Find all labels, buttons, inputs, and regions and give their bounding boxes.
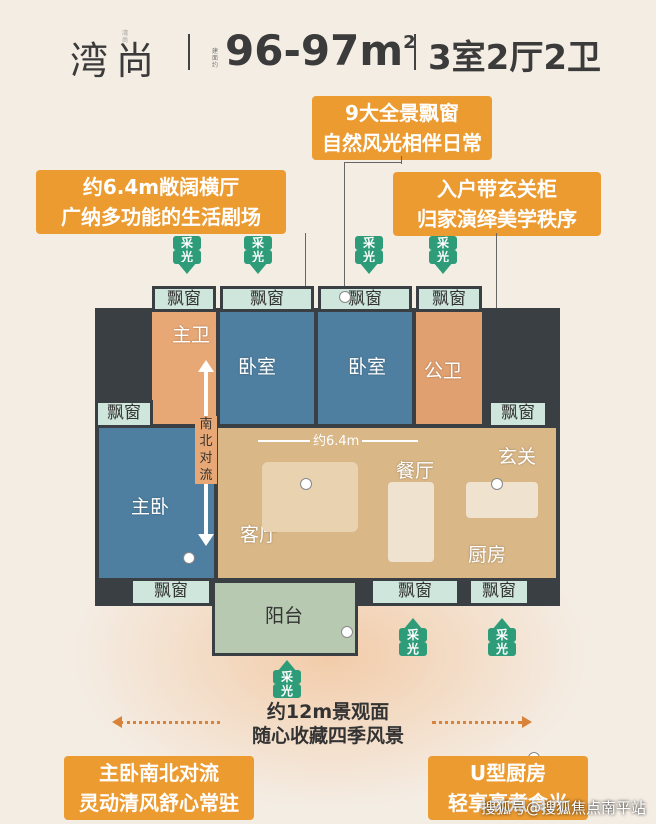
view-arrow-right [432,721,522,724]
bay-window: 飘窗 [220,286,314,312]
marker-dot [339,291,351,303]
bedroom-b-room: 卧室 [318,312,412,424]
bedroom-b-label: 卧室 [348,356,387,378]
master-bath-label: 主卫 [172,324,211,346]
bay-window: 飘窗 [130,578,212,606]
master-bed-room: 主卧 [99,428,214,578]
living-dining-room: 客厅 餐厅 玄关 厨房 约6.4m [218,428,556,578]
bay-window: 飘窗 [318,286,412,312]
marker-dot [491,478,503,490]
bay-window: 飘窗 [488,400,548,428]
dining-table [388,482,434,562]
light-badge: 采光 [354,236,384,274]
view-arrow-left [120,721,220,724]
light-badge: 采光 [487,618,517,656]
watermark: 搜狐号@搜狐焦点南平站 [480,799,646,817]
bay-window: 飘窗 [370,578,460,606]
marker-dot [183,552,195,564]
dining-label: 餐厅 [396,460,435,482]
sofa-set [262,462,358,532]
light-badge: 采光 [172,236,202,274]
light-badge: 采光 [398,618,428,656]
public-bath-room: 公卫 [416,312,482,424]
light-badge: 采光 [272,660,302,698]
leader-line [344,162,345,296]
master-bed-label: 主卧 [131,496,170,518]
balcony-room: 阳台 [212,580,358,656]
entry-cabinet [466,482,538,518]
light-badge: 采光 [243,236,273,274]
ns-flow-arrow: 南北对流 [195,360,217,546]
balcony-label: 阳台 [265,605,304,627]
bay-window: 飘窗 [95,400,153,428]
view-arrowhead-left [112,716,122,728]
layout-type: 3室2厅2卫 [428,38,601,78]
callout-bay-windows: 9大全景飘窗自然风光相伴日常 [312,96,492,160]
entry-label: 玄关 [498,446,537,468]
leader-line [401,156,402,164]
callout-living-hall: 约6.4m敞阔横厅广纳多功能的生活剧场 [36,170,286,234]
bay-window: 飘窗 [152,286,216,312]
ns-flow-label: 南北对流 [195,416,217,484]
callout-master-ventilation: 主卧南北对流灵动清风舒心常驻 [64,756,254,820]
header-divider [188,34,190,70]
view-arrowhead-right [522,716,532,728]
area-prefix: 建面约 [212,48,219,69]
public-bath-label: 公卫 [424,360,463,382]
bedroom-a-room: 卧室 [220,312,314,424]
view-description: 约12m景观面随心收藏四季风景 [251,701,404,747]
project-name: 湾尚 [70,39,163,83]
bedroom-a-label: 卧室 [238,356,277,378]
leader-line [344,162,402,163]
marker-dot [300,478,312,490]
bay-window: 飘窗 [416,286,482,312]
header-divider-2 [414,34,416,70]
light-badge: 采光 [428,236,458,274]
floor-area: 96-97m2 [225,26,416,75]
project-tag: 湾尚 [122,30,129,44]
callout-kitchen: U型厨房轻享烹煮食光 [428,756,588,820]
living-width-label: 约6.4m [310,430,363,449]
callout-entry: 入户带玄关柜归家演绎美学秩序 [393,172,601,236]
kitchen-label: 厨房 [468,544,507,566]
bay-window: 飘窗 [468,578,530,606]
marker-dot [341,626,353,638]
